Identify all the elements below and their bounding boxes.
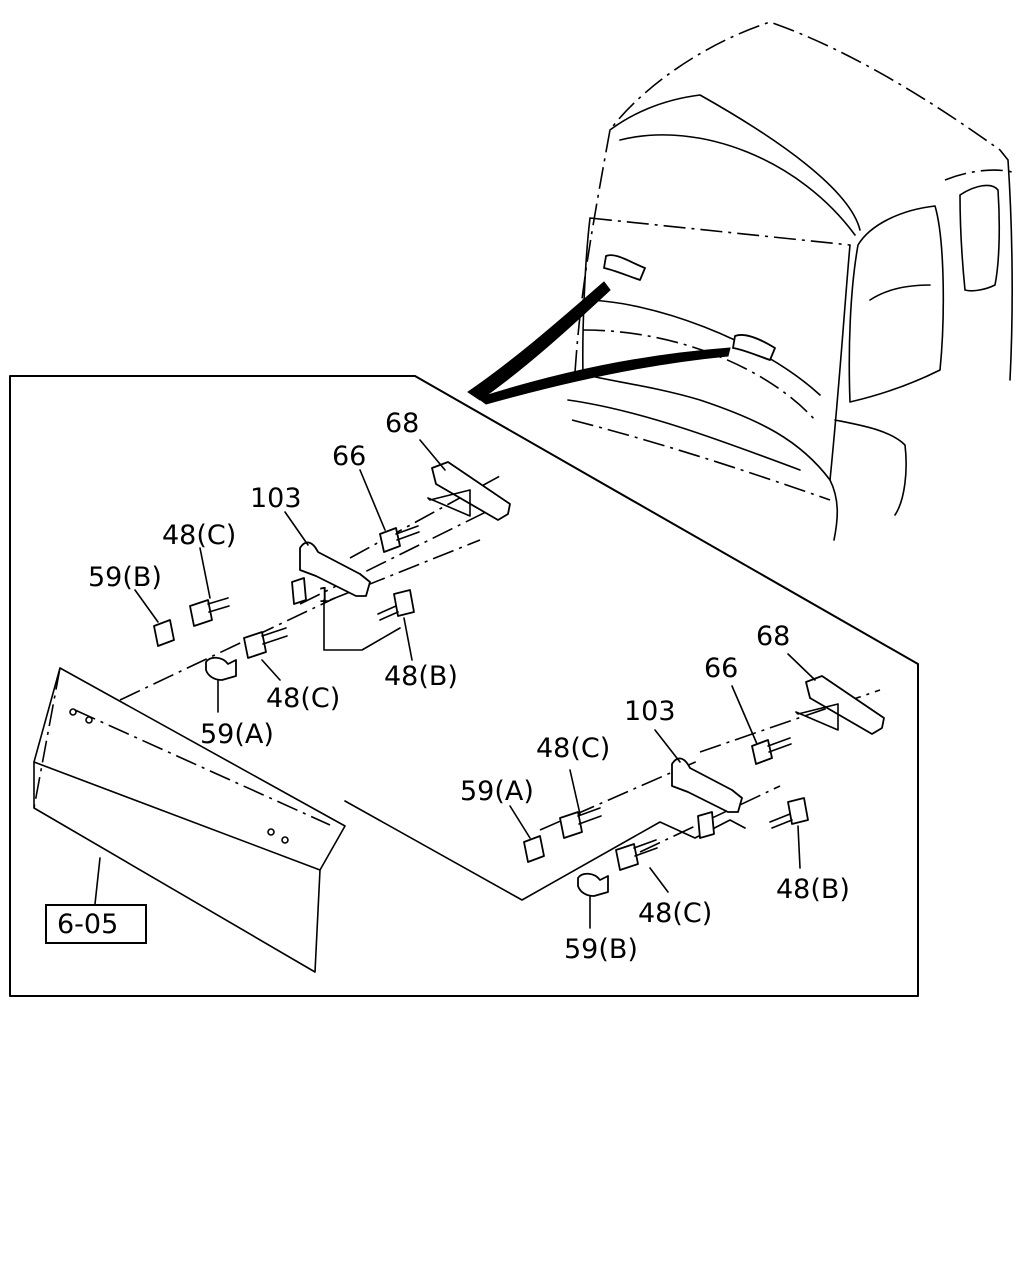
truck-cab [467,21,1013,541]
callout-59b-left: 59(B) [88,562,162,593]
callout-59b-right: 59(B) [564,934,638,965]
callout-48c-left-lower: 48(C) [266,683,340,714]
callout-68-right: 68 [756,621,790,652]
callout-48c-right-lower: 48(C) [638,898,712,929]
callout-66-right: 66 [704,653,738,684]
reference-label: 6-05 [57,909,118,940]
body-panel [33,667,346,973]
reference-box [45,904,147,944]
callout-66-left: 66 [332,441,366,472]
callout-48b-left: 48(B) [384,661,458,692]
callout-59a-left: 59(A) [200,719,274,750]
left-fitting-group [153,461,511,681]
callout-68-left: 68 [385,408,419,439]
callout-48c-left-upper: 48(C) [162,520,236,551]
callout-48b-right: 48(B) [776,874,850,905]
callout-1: 1 [318,583,331,607]
leader-lines [94,439,816,929]
detail-frame [9,375,919,997]
right-fitting-group [523,675,885,897]
callout-103-left: 103 [250,483,302,514]
callout-59a-right: 59(A) [460,776,534,807]
callout-48c-right-upper: 48(C) [536,733,610,764]
callout-103-right: 103 [624,696,676,727]
